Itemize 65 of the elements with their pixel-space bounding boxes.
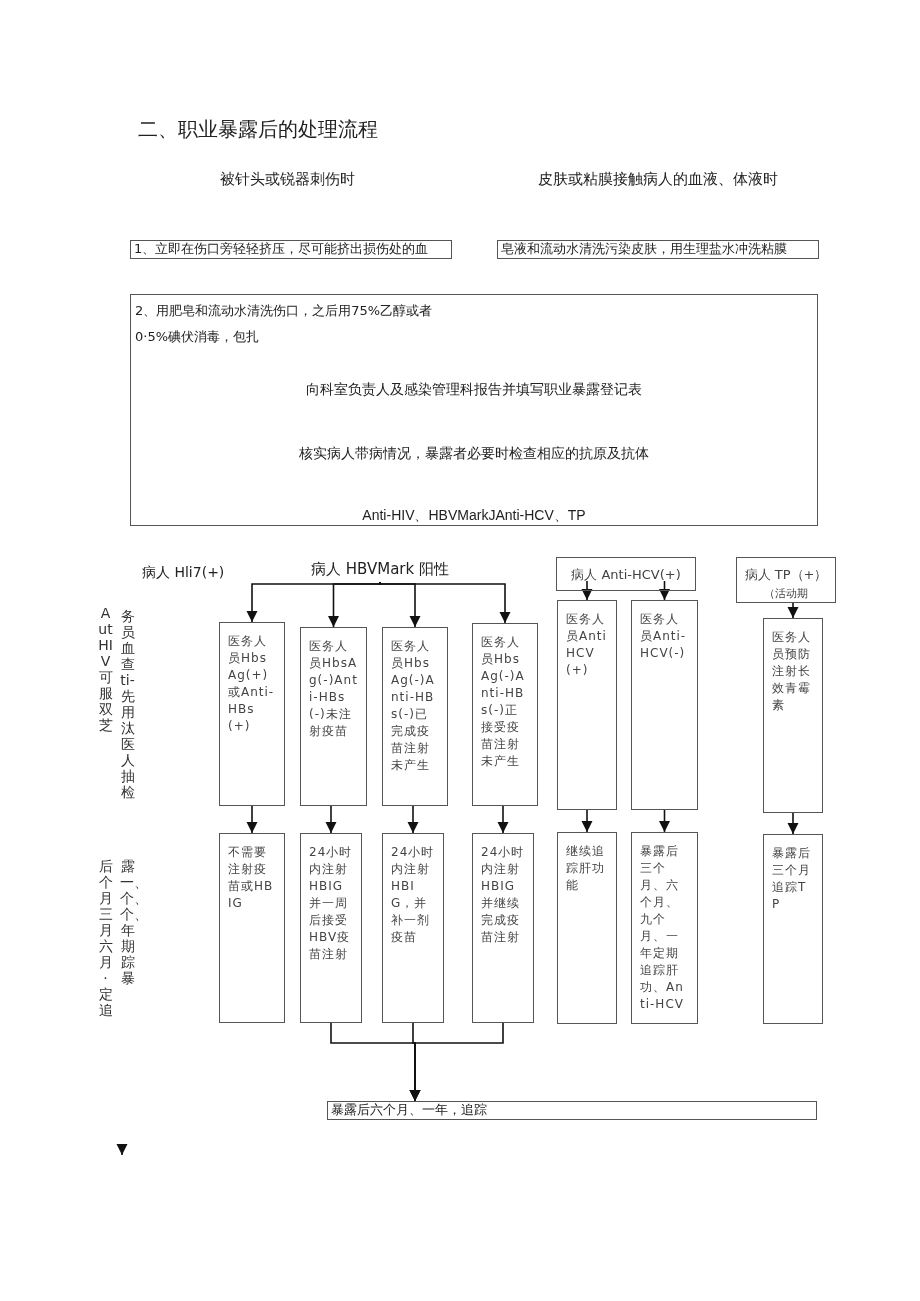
node-text: 病人 HBVMark 阳性	[280, 560, 480, 582]
box-text: 医务人员Anti-HCV(-)	[639, 611, 688, 662]
box-text: 暴露后三个月、六个月、九个月、一年定期追踪肝功、Anti-HCV	[639, 843, 685, 1013]
process-box	[763, 618, 823, 813]
process-box	[763, 834, 823, 1024]
arrow	[497, 805, 509, 834]
process-box	[472, 623, 538, 806]
box-text: 暴露后三个月追踪TP	[771, 845, 812, 913]
arrow	[581, 809, 593, 833]
process-box	[219, 622, 285, 806]
process-box	[472, 833, 534, 1023]
process-box	[130, 240, 452, 259]
process-box	[557, 832, 617, 1024]
box-text: 向科室负责人及感染管理科报告并填写职业暴露登记表	[305, 381, 643, 399]
box-text: 医务人员AntiHCV(+)	[565, 611, 608, 679]
box-text: 皂液和流动水清洗污染皮肤，用生理盐水冲洗粘膜	[500, 241, 788, 257]
box-text: 病人 Anti-HCV(+)	[570, 566, 682, 584]
vertical-text: AutHIV可服双芝	[98, 605, 113, 733]
process-box	[219, 833, 285, 1023]
process-box	[382, 627, 448, 806]
process-box	[497, 240, 819, 259]
box-text: 病人 TP（+）	[743, 566, 829, 584]
box-text: 核实病人带病情况，暴露者必要时检查相应的抗原及抗体	[298, 445, 650, 463]
section-heading: 被针头或锐器刺伤时	[220, 170, 355, 189]
arrow	[379, 581, 511, 624]
box-text: 医务人员HbsAg(-)Anti-HBs(-)正接受疫苗注射未产生	[480, 634, 526, 770]
box-text: 医务人员预防注射长效青霉素	[771, 629, 812, 714]
process-box	[130, 294, 818, 526]
process-box	[631, 600, 698, 810]
process-box	[557, 600, 617, 810]
box-text: 不需要注射疫苗或HBIG	[227, 844, 275, 912]
header-box	[736, 557, 836, 603]
box-text: （活动期	[763, 586, 809, 601]
arrow	[325, 805, 337, 834]
box-text: 24小时内注射HBIG并一周后接受HBV疫苗注射	[308, 844, 354, 963]
arrow	[246, 805, 258, 834]
arrow	[787, 602, 799, 619]
arrow	[327, 581, 381, 628]
process-box	[382, 833, 444, 1023]
box-text: 暴露后六个月、一年，追踪	[330, 1102, 488, 1118]
box-text: Anti-HIV、HBVMarkJAnti-HCV、TP	[361, 507, 587, 525]
process-box	[300, 627, 367, 806]
box-text: 24小时内注射HBIG，并补一剂疫苗	[390, 844, 436, 946]
section-heading: 皮肤或粘膜接触病人的血液、体液时	[538, 170, 778, 189]
process-box	[327, 1101, 817, 1120]
box-text: 医务人员HbsAg(-)Anti-HBs(-)未注射疫苗	[308, 638, 359, 740]
process-box	[300, 833, 362, 1023]
box-text: 1、立即在伤口旁轻轻挤压，尽可能挤出损伤处的血	[133, 241, 430, 257]
arrow	[787, 812, 799, 835]
box-text: 医务人员HbsAg(+)或Anti-HBs(+)	[227, 633, 276, 735]
box-text: 继续追踪肝功能	[565, 843, 606, 894]
arrow	[658, 809, 671, 833]
side-text: 病人 Hli7(+)	[142, 564, 225, 582]
box-text: 医务人员HbsAg(-)Anti-HBs(-)已完成疫苗注射未产生	[390, 638, 436, 774]
box-text: 2、用肥皂和流动水清洗伤口，之后用75%乙醇或者0·5%碘伏消毒，包扎	[135, 302, 434, 346]
vertical-text: 务员血查ti-先用汰医人抽检	[120, 608, 135, 800]
vertical-text: 后个月三月六月·定追	[98, 858, 113, 1018]
box-text: 24小时内注射HBIG并继续完成疫苗注射	[480, 844, 526, 946]
arrow	[409, 1022, 504, 1102]
header-box	[556, 557, 696, 591]
title: 二、职业暴露后的处理流程	[138, 116, 378, 143]
arrow	[407, 805, 419, 834]
arrow	[581, 580, 593, 601]
process-box	[631, 832, 698, 1024]
arrow	[658, 580, 671, 601]
